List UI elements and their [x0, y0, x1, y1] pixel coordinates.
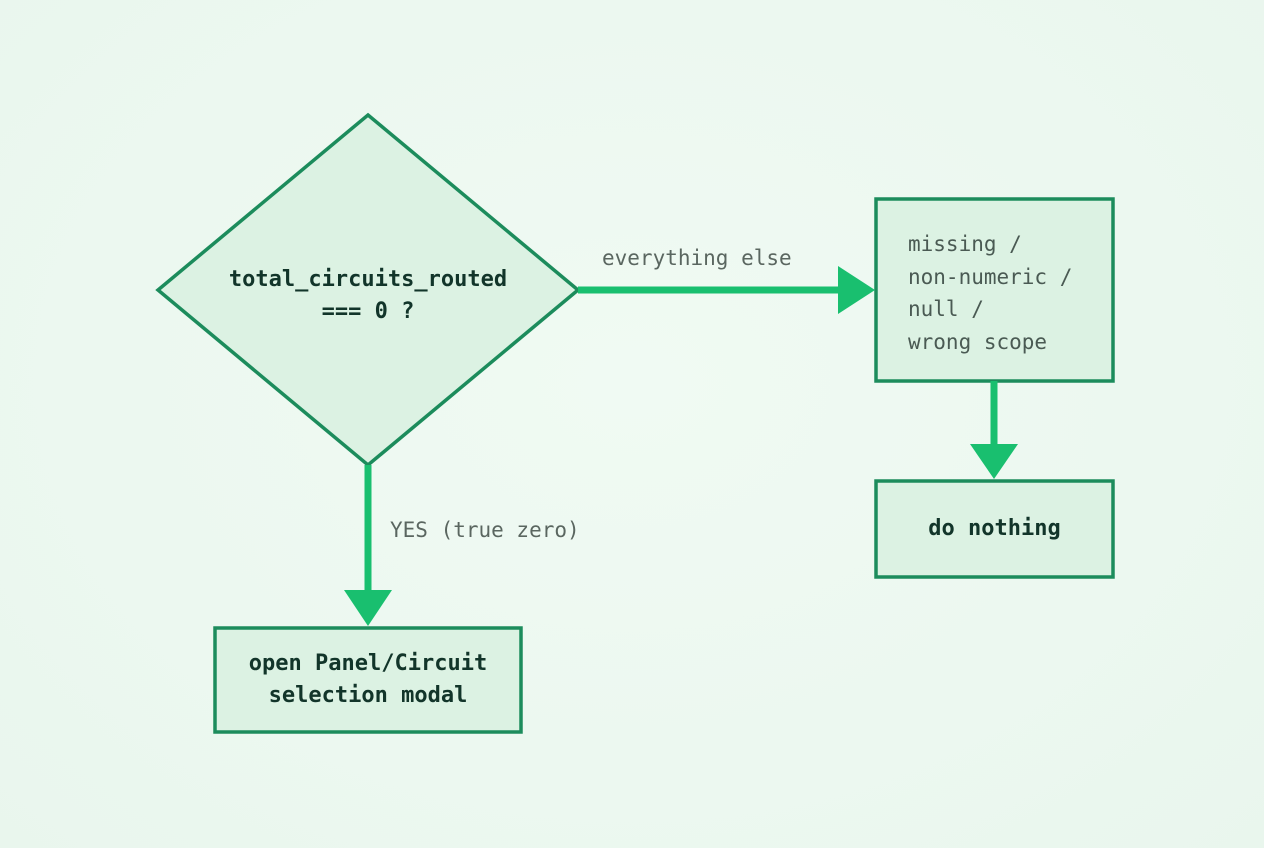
- arrow-yes: [344, 465, 392, 626]
- do-nothing-box: [874, 479, 1115, 579]
- arrow-to-do-nothing: [970, 381, 1018, 479]
- invalid-line-2: non-numeric /: [908, 264, 1073, 289]
- open-modal-label: open Panel/Circuit selection modal: [215, 648, 521, 712]
- decision-label-line-2: === 0 ?: [321, 299, 415, 324]
- edge-label-yes: YES (true zero): [390, 518, 580, 542]
- invalid-line-1: missing /: [908, 232, 1022, 256]
- arrow-everything-else: [578, 266, 875, 314]
- open-modal-line-1: open Panel/Circuit: [248, 651, 488, 676]
- invalid-line-4: wrong scope: [908, 329, 1048, 354]
- invalid-line-3: null /: [908, 297, 984, 321]
- open-modal-line-2: selection modal: [268, 683, 468, 708]
- invalid-values-label: missing / non-numeric / null / wrong sco…: [908, 228, 1108, 358]
- invalid-values-box: [874, 197, 1115, 383]
- do-nothing-label: do nothing: [876, 513, 1113, 545]
- open-modal-box: [213, 626, 523, 734]
- edge-label-everything-else: everything else: [602, 246, 792, 270]
- decision-label: total_circuits_routed === 0 ?: [158, 264, 578, 328]
- decision-label-line-1: total_circuits_routed: [228, 267, 508, 292]
- do-nothing-text: do nothing: [928, 516, 1061, 541]
